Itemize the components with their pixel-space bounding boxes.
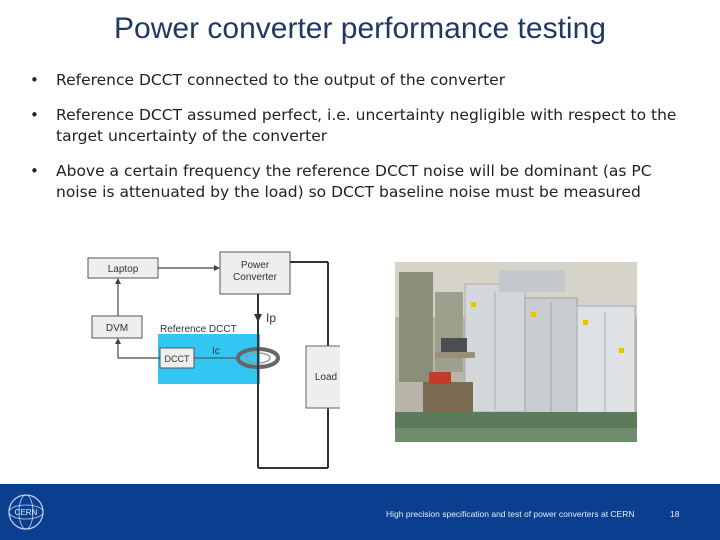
cern-logo-icon: CERN — [8, 494, 44, 530]
measurement-setup-diagram: Laptop Power Converter DVM Reference DCC… — [87, 251, 340, 469]
bullet-text: Reference DCCT connected to the output o… — [56, 71, 506, 89]
bullet-item: • Reference DCCT assumed perfect, i.e. u… — [30, 105, 690, 147]
bullet-marker: • — [30, 162, 39, 180]
bullet-item: • Above a certain frequency the referenc… — [30, 161, 690, 203]
power-converter-label-line1: Power — [241, 260, 270, 271]
bullet-marker: • — [30, 106, 39, 124]
bullet-marker: • — [30, 71, 39, 89]
footer-band — [0, 484, 720, 540]
dvm-box — [91, 315, 143, 339]
laptop-label: Laptop — [108, 264, 139, 275]
bullet-item: • Reference DCCT connected to the output… — [30, 70, 690, 91]
cern-logo-text: CERN — [15, 508, 38, 517]
footer-caption: High precision specification and test of… — [386, 509, 635, 519]
power-converter-label-line2: Converter — [233, 272, 278, 283]
dvm-label: DVM — [106, 323, 128, 334]
reference-dcct-label: Reference DCCT — [160, 324, 237, 335]
bullet-text: Reference DCCT assumed perfect, i.e. unc… — [56, 106, 677, 145]
load-label: Load — [315, 372, 337, 383]
load-box — [305, 345, 340, 409]
dcct-label: DCCT — [165, 354, 190, 364]
bullet-list: • Reference DCCT connected to the output… — [30, 70, 690, 217]
bullet-text: Above a certain frequency the reference … — [56, 162, 652, 201]
page-number: 18 — [670, 509, 680, 519]
test-bench-photo — [395, 262, 637, 442]
power-converter-box — [219, 251, 291, 295]
ip-label: Ip — [266, 311, 276, 325]
ic-label: Ic — [212, 346, 220, 357]
slide-title: Power converter performance testing — [114, 12, 606, 45]
